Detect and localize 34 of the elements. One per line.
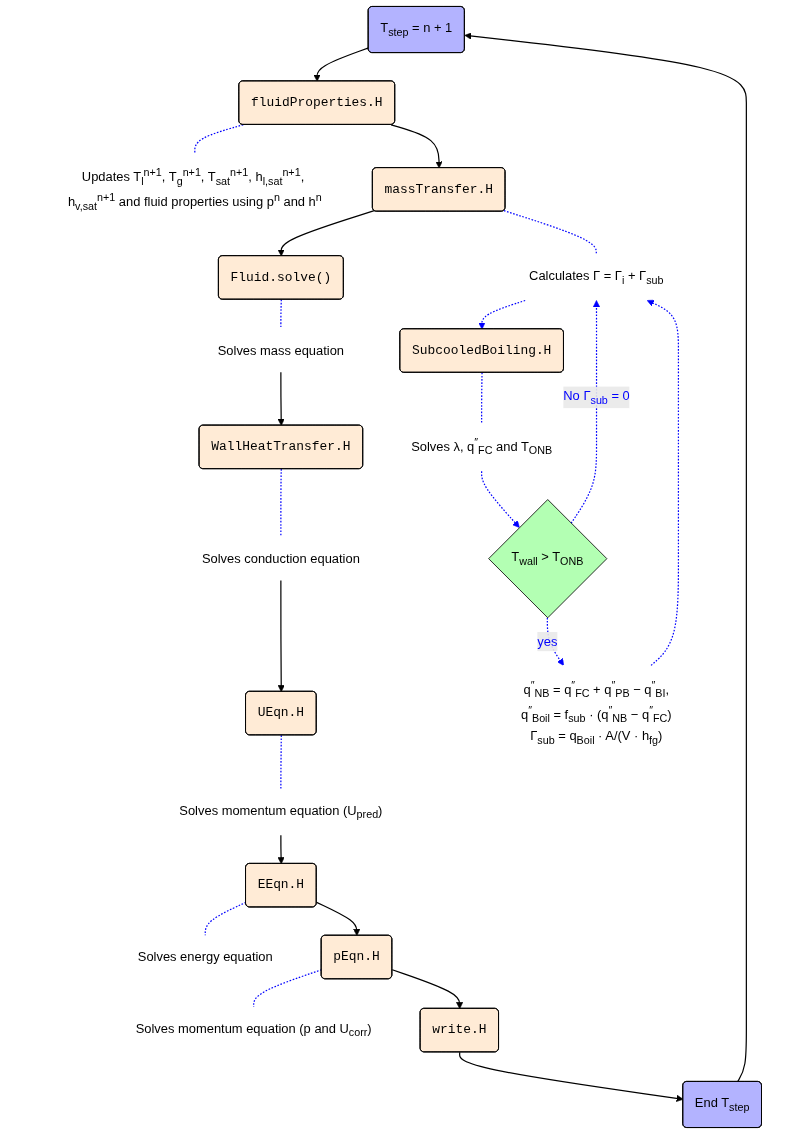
connector <box>194 124 244 154</box>
arrow <box>277 371 285 426</box>
arrow <box>481 470 520 528</box>
node-text: Solves λ, q$^{″}$$_{FC}$ and T$_{ONB}$ <box>411 436 553 457</box>
arrow <box>313 47 370 82</box>
arrow <box>459 1051 684 1102</box>
arrow <box>546 617 564 666</box>
connector <box>280 468 282 538</box>
node-text: q$^{″}$$_{NB}$ = q$^{″}$$_{FC}$ + q$^{″}$$_{PB}$ − q$^{″}$$_{BI}$, q$^{″}$$_{Boil}$ = f$_{sub}$ · (q$^{″}$$_{NB}$ − q$^{″}$$_{FC}$) Γ$_{sub}$ = q$_{Boil}$ · A/(V · h$_{fg}$) <box>520 679 672 747</box>
arrow <box>646 299 680 666</box>
arrow <box>277 579 285 692</box>
node-text: Solves mass equation <box>217 343 345 357</box>
connector <box>481 372 483 424</box>
node-diamond: T$_{wall}$ > T$_{ONB}$ <box>488 499 608 619</box>
node-text: Solves momentum equation (U$_{pred}$) <box>179 803 383 821</box>
node-text: Updates T$_{l}$$^{n+1}$, T$_{g}$$^{n+1}$, T$_{sat}$$^{n+1}$, h$_{l,sat}$$^{n+1}$, h$_{v,sat}$$^{n+1}$ and fluid properties using p$^{n}$ and h$^{n}$ <box>67 166 322 212</box>
edge-label: yes <box>537 634 558 649</box>
arrow <box>464 32 747 1083</box>
connector <box>280 299 282 330</box>
connector <box>503 210 597 255</box>
node-text: Solves energy equation <box>137 949 273 964</box>
node-text: Solves momentum equation (p and U$_{corr}$) <box>135 1021 372 1039</box>
connector <box>204 901 247 936</box>
edge-label: No Γ$_{sub}$ = 0 <box>563 388 630 406</box>
node-text: Solves conduction equation <box>201 551 360 566</box>
arrow <box>478 299 526 330</box>
arrow <box>277 834 285 865</box>
arrow <box>390 124 443 169</box>
arrow <box>277 210 375 257</box>
arrow <box>391 969 464 1010</box>
arrow <box>316 901 361 936</box>
node-text: Calculates Γ = Γ$_{i}$ + Γ$_{sub}$ <box>529 268 664 286</box>
arrow <box>570 300 601 524</box>
connector <box>280 734 282 790</box>
